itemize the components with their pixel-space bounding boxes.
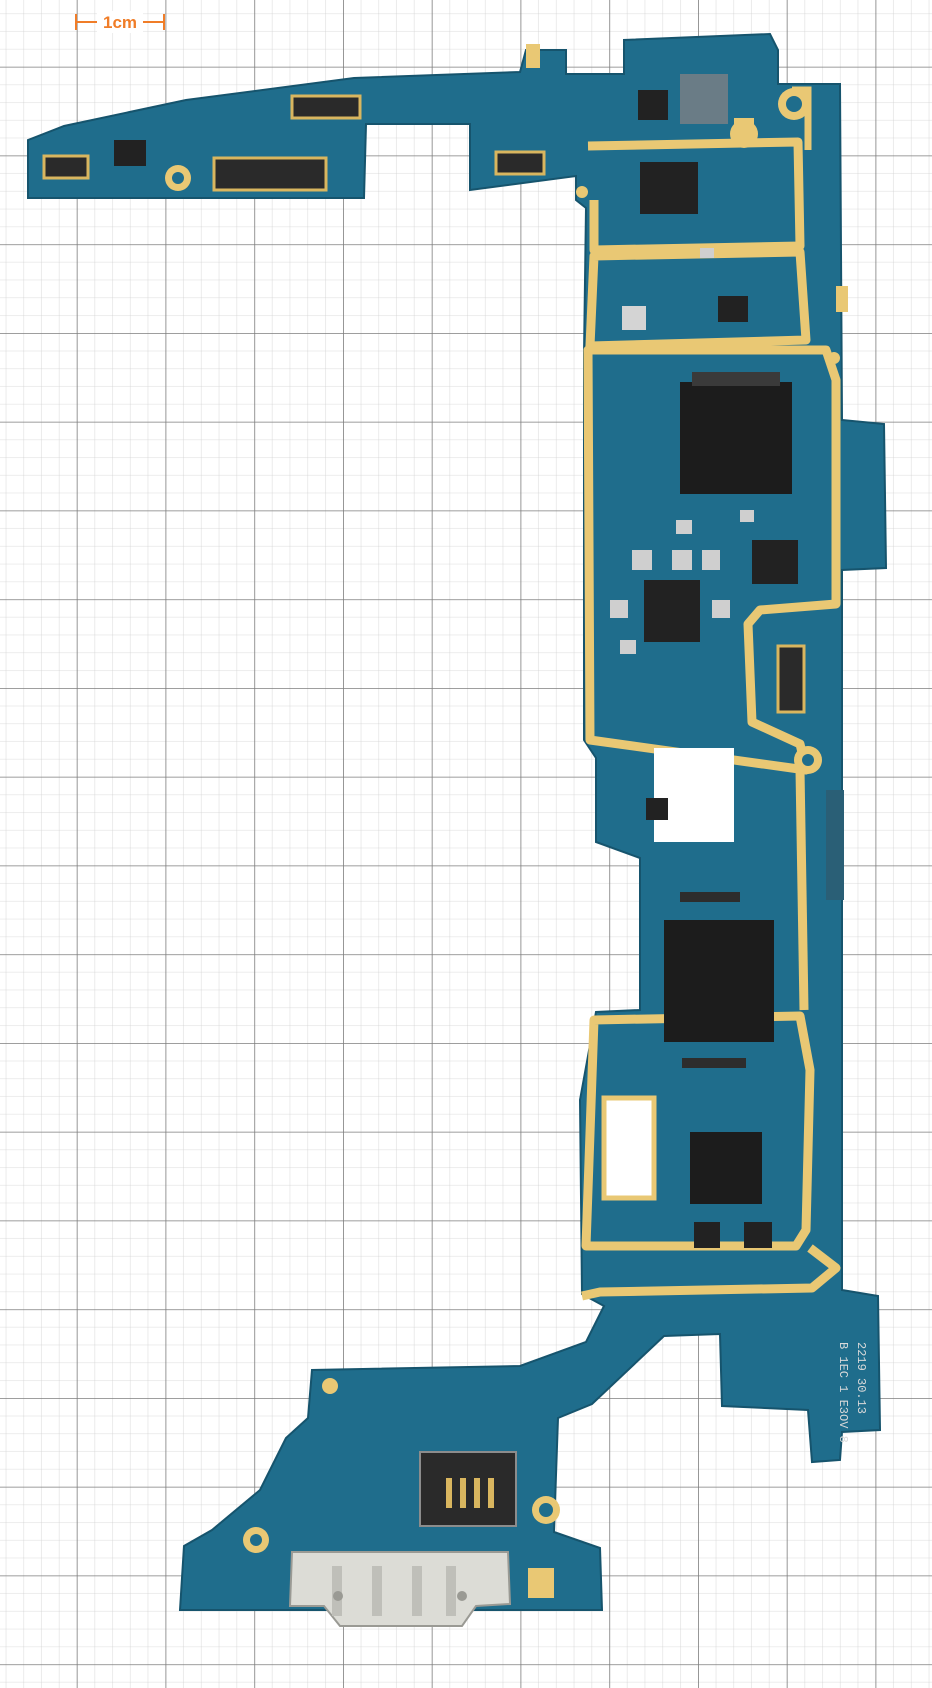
silkscreen-board-code: B 1EC 1 E3OV 8 <box>836 1342 850 1443</box>
board-cutout-2 <box>601 1095 657 1201</box>
silkscreen-date-code: 2219 30.13 <box>854 1342 868 1414</box>
board-cutout-1 <box>654 748 734 842</box>
flex-connectors <box>42 94 806 714</box>
passive-components <box>526 44 848 1068</box>
scale-bar: 1cm <box>75 11 165 33</box>
scale-bar-label: 1cm <box>103 13 137 32</box>
gold-pad <box>528 1568 554 1598</box>
battery-connector <box>419 1451 517 1527</box>
usb-port <box>288 1551 512 1627</box>
pcb-board <box>27 32 888 1611</box>
chips <box>114 74 798 1248</box>
